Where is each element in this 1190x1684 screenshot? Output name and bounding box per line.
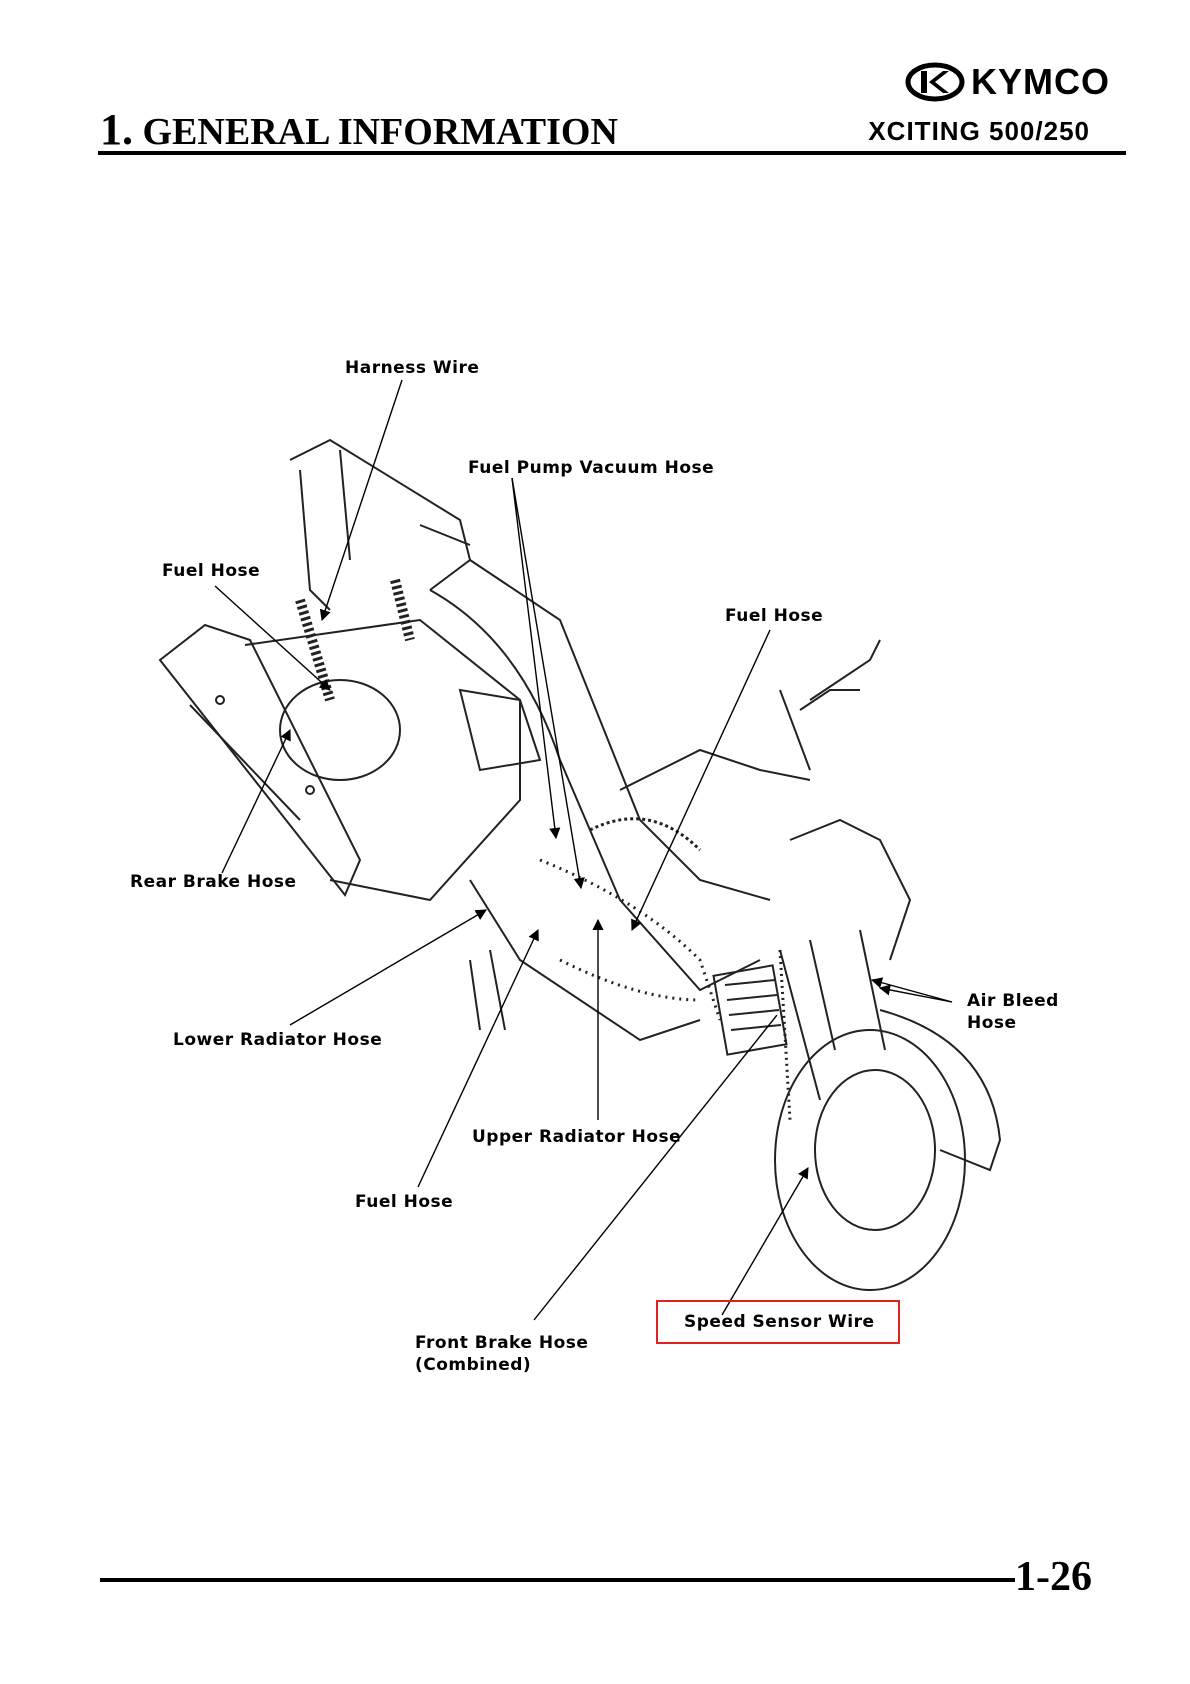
label-lower-radiator-hose: Lower Radiator Hose [173,1030,383,1050]
label-fuel-hose-left: Fuel Hose [162,561,261,581]
brand-logo: KYMCO [905,60,1110,104]
kymco-logo-icon [905,62,965,102]
section-title: 1. GENERAL INFORMATION [100,108,618,154]
label-fuel-hose-bottom: Fuel Hose [355,1192,454,1212]
model-name: XCITING 500/250 [868,116,1090,146]
label-air-bleed-hose-line1: Air Bleed [967,991,1059,1011]
speed-sensor-highlight-box [656,1300,900,1344]
brand-name: KYMCO [971,61,1110,102]
label-fuel-hose-right: Fuel Hose [725,606,824,626]
label-speed-sensor-wire: Speed Sensor Wire [684,1312,875,1332]
label-upper-radiator-hose: Upper Radiator Hose [472,1127,682,1147]
label-air-bleed-hose-line2: Hose [967,1013,1017,1033]
label-front-brake-hose-line2: (Combined) [415,1355,532,1375]
footer-rule [100,1578,1015,1582]
section-title-text: GENERAL INFORMATION [142,111,618,153]
label-harness-wire: Harness Wire [345,358,480,378]
label-front-brake-hose-line1: Front Brake Hose [415,1333,589,1353]
page-number: 1-26 [1015,1554,1092,1600]
leader-lines [214,379,953,1321]
section-number: 1. [100,105,133,154]
label-rear-brake-hose: Rear Brake Hose [130,872,297,892]
frame-illustration [158,438,1002,1291]
header-rule [98,151,1126,155]
label-fuel-pump-vacuum-hose: Fuel Pump Vacuum Hose [468,458,715,478]
